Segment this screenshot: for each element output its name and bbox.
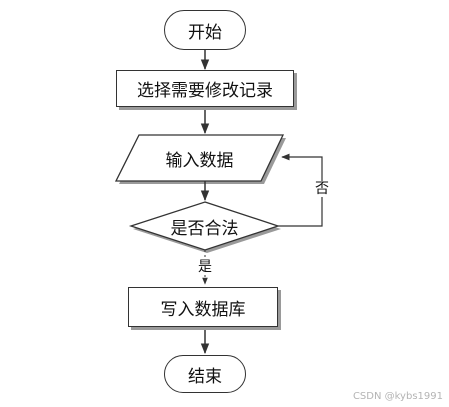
input-data-label: 输入数据 <box>165 150 234 171</box>
select-record-process: 选择需要修改记录 <box>116 70 294 107</box>
end-label: 结束 <box>188 366 222 387</box>
edge-label-yes: 是 <box>198 259 212 275</box>
edge-label-no: 否 <box>315 181 329 197</box>
write-db-label: 写入数据库 <box>160 299 246 320</box>
watermark: CSDN @kybs1991 <box>352 391 443 402</box>
start-label: 开始 <box>188 22 222 43</box>
end-terminal: 结束 <box>164 355 246 393</box>
start-terminal: 开始 <box>164 10 246 50</box>
decision-label: 是否合法 <box>170 218 239 239</box>
input-parallelogram <box>114 134 285 182</box>
write-db-process: 写入数据库 <box>128 287 278 327</box>
select-record-label: 选择需要修改记录 <box>137 81 273 101</box>
